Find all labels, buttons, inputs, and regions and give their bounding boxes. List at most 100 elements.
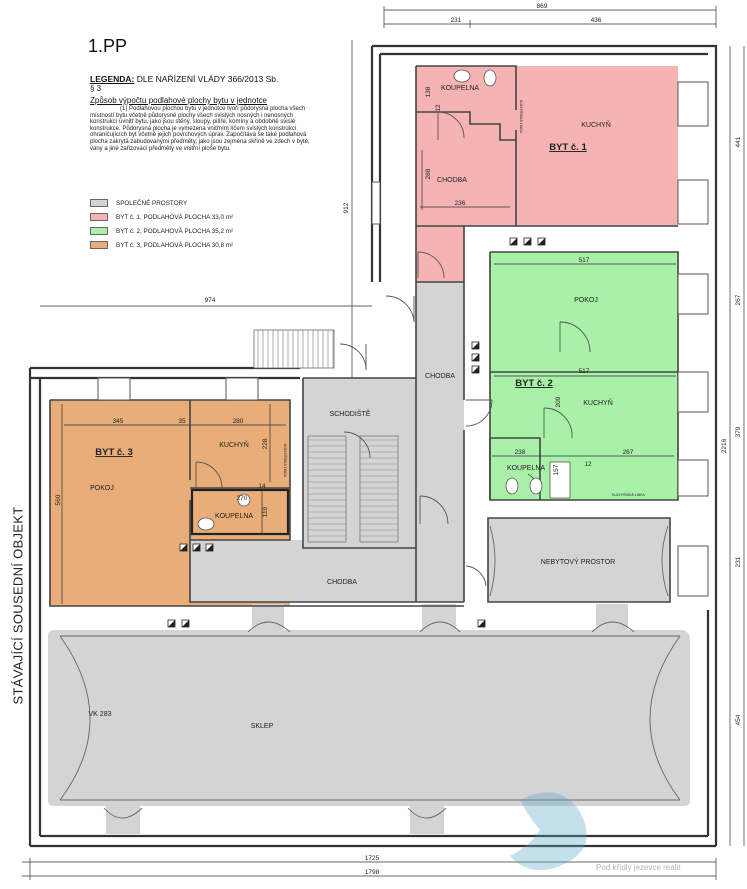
- dim-top-total: 869: [537, 3, 548, 10]
- room-living3: POKOJ: [90, 485, 114, 492]
- dim-k2-12: 12: [584, 461, 592, 468]
- dim-b3-270: 270: [237, 495, 248, 502]
- legend-swatch-flat1: [90, 213, 108, 221]
- legend-label: BYT č. 3, PODLAHOVÁ PLOCHA 30,8 m²: [116, 241, 234, 249]
- ventilation-marker-fill: [180, 544, 187, 551]
- kitchen1-unit-label: KUCHYŇSKÁ LINKA: [519, 100, 523, 134]
- dim-b3-345: 345: [113, 418, 124, 425]
- room-living2: POKOJ: [574, 297, 598, 304]
- legend-paragraph: (1) Podlahovou plochou bytu v jednotce t…: [90, 106, 310, 152]
- legend-item-common: SPOLEČNÉ PROSTORY: [90, 198, 187, 208]
- ventilation-marker-fill: [182, 620, 189, 627]
- dim-b3-119: 119: [262, 506, 269, 517]
- room-cellar: SKLEP: [251, 723, 274, 730]
- dim-b3-280: 280: [233, 418, 244, 425]
- dim-top-right: 436: [591, 17, 602, 24]
- legend-item-flat2: BYT č. 2, PODLAHOVÁ PLOCHA 35,2 m²: [90, 226, 233, 236]
- dim-b3-228: 228: [262, 438, 269, 449]
- legend-swatch-flat3: [90, 241, 108, 249]
- outer-staircase: [253, 329, 335, 369]
- legend-label: SPOLEČNÉ PROSTORY: [116, 199, 188, 207]
- inner-walls: [49, 65, 679, 607]
- ventilation-markers: [167, 237, 546, 628]
- ventilation-marker-fill: [472, 342, 479, 349]
- ventilation-marker-fill: [538, 238, 545, 245]
- dim-k2-238: 238: [515, 449, 526, 456]
- room-non-residential: NEBYTOVÝ PROSTOR: [541, 557, 615, 566]
- dim-b3-35: 35: [178, 418, 186, 425]
- room-lower-hall: CHODBA: [327, 579, 357, 586]
- dim-right-267: 267: [735, 294, 742, 305]
- room-main-hall: CHODBA: [425, 373, 455, 380]
- legend-swatch-common: [90, 199, 108, 207]
- legend-item-flat1: BYT č. 1, PODLAHOVÁ PLOCHA 33,0 m²: [90, 212, 233, 222]
- watermark-text: Pod křídly jezevce realit: [596, 863, 681, 872]
- legend-heading-rest: DLE NAŘÍZENÍ VLÁDY 366/2013 Sb.: [134, 74, 279, 84]
- legend-label: BYT č. 2, PODLAHOVÁ PLOCHA 35,2 m²: [116, 227, 234, 235]
- dim-p2-517b: 517: [579, 368, 590, 375]
- dim-mid-974: 974: [205, 297, 216, 304]
- legend-item-flat3: BYT č. 3, PODLAHOVÁ PLOCHA 30,8 m²: [90, 240, 233, 250]
- room-kitchen3: KUCHYŇ: [219, 440, 249, 449]
- dim-k2-157: 157: [553, 464, 560, 475]
- room-bathroom1: KOUPELNA: [441, 85, 479, 92]
- room-bathroom2: KOUPELNA: [507, 465, 545, 472]
- flat3-label: BYT č. 3: [95, 447, 133, 458]
- dimension-lines: [22, 6, 745, 880]
- kitchen2-unit-label: KUCHYŇSKÁ LINKA: [612, 493, 646, 497]
- dim-right-379: 379: [735, 426, 742, 437]
- common-area: [48, 282, 690, 834]
- page-title: 1.PP: [88, 36, 128, 56]
- ventilation-marker-fill: [193, 544, 200, 551]
- dim-right-441: 441: [735, 136, 742, 147]
- ventilation-marker-fill: [478, 620, 485, 627]
- room-kitchen1: KUCHYŇ: [581, 120, 611, 129]
- dim-right-454: 454: [735, 714, 742, 725]
- kitchen3-unit-label: KUCHYŇSKÁ LINKA: [283, 444, 287, 478]
- main-staircase: [307, 435, 399, 543]
- ventilation-marker-fill: [168, 620, 175, 627]
- ventilation-marker-fill: [510, 238, 517, 245]
- dim-k1-12: 12: [435, 104, 442, 112]
- room-staircase: SCHODIŠTĚ: [330, 409, 371, 418]
- dim-right-total: 2216: [721, 438, 728, 453]
- room-hall1: CHODBA: [437, 177, 467, 184]
- outer-walls: [28, 44, 718, 848]
- dim-left-912: 912: [343, 202, 350, 213]
- vault-outlines: [59, 525, 681, 819]
- dim-ch1-288: 288: [425, 168, 432, 179]
- ventilation-marker-fill: [206, 544, 213, 551]
- legend-method: Způsob výpočtu podlahové plochy bytu v j…: [90, 96, 268, 105]
- dim-bottom-1725: 1725: [365, 855, 380, 862]
- room-bathroom3: KOUPELNA: [215, 513, 253, 520]
- dim-k2-209: 209: [555, 396, 562, 407]
- dim-p2-517a: 517: [579, 257, 590, 264]
- windows: [97, 81, 709, 597]
- legend-heading: LEGENDA:: [90, 74, 135, 84]
- outer-stair-steps: [257, 330, 334, 368]
- dim-k1-138: 138: [425, 86, 432, 97]
- flat2-label: BYT č. 2: [515, 378, 553, 389]
- dim-bottom-1798: 1798: [365, 869, 380, 876]
- dim-k2-267: 267: [623, 449, 634, 456]
- legend-title: LEGENDA: DLE NAŘÍZENÍ VLÁDY 366/2013 Sb.: [90, 74, 278, 84]
- bathroom3-frame: [190, 488, 290, 536]
- ventilation-marker-fill: [472, 366, 479, 373]
- dim-b3-560: 560: [55, 494, 62, 505]
- legend-swatch-flat2: [90, 227, 108, 235]
- ventilation-marker-fill: [472, 354, 479, 361]
- legend-label: BYT č. 1, PODLAHOVÁ PLOCHA 33,0 m²: [116, 213, 234, 221]
- dim-right-231: 231: [735, 556, 742, 567]
- legend-section: § 3: [90, 84, 102, 93]
- dim-ch1-236: 236: [455, 200, 466, 207]
- room-kitchen2: KUCHYŇ: [583, 398, 613, 407]
- dim-b3-14: 14: [258, 483, 266, 490]
- watermark-logo: Pod křídly jezevce realit: [510, 792, 681, 872]
- ventilation-marker-fill: [524, 238, 531, 245]
- dim-top-left: 231: [451, 17, 462, 24]
- flat1-label: BYT č. 1: [549, 142, 587, 153]
- cellar-vault-height: VK 283: [89, 711, 112, 718]
- sanitary-fixtures: [197, 69, 571, 531]
- stair-steps: [308, 439, 398, 537]
